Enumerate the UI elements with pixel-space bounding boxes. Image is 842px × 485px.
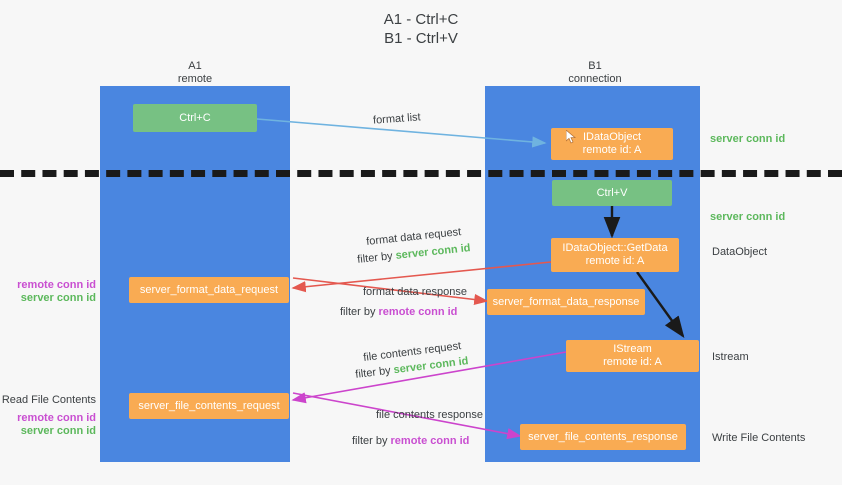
edge-filter-format-data-response: filter by remote conn id (340, 305, 457, 319)
node-server-file-contents-response-label: server_file_contents_response (528, 430, 678, 443)
node-istream-line1: IStream (613, 343, 652, 355)
annotation-read-file-contents-text: Read File Contents (1, 394, 96, 406)
node-idataobject-getdata[interactable]: IDataObject::GetData remote id: A (551, 238, 679, 272)
annotation-read-file-contents: Read File Contents (0, 393, 96, 407)
lane-header-a1: A1 remote (115, 60, 275, 86)
edge-label-file-contents-response: file contents response (376, 408, 483, 422)
phase-divider (0, 170, 842, 177)
page-subtitle: B1 - Ctrl+V (384, 30, 458, 47)
node-server-format-data-request-label: server_format_data_request (139, 283, 279, 296)
annotation-left-remote-conn-id-text: remote conn id (17, 279, 96, 291)
node-server-file-contents-response[interactable]: server_file_contents_response (520, 424, 686, 450)
filter-by-text-3: filter by (354, 364, 392, 381)
annotation-right-server-conn-id-2: server conn id (710, 210, 785, 224)
filter-by-text-4: filter by (352, 435, 388, 447)
node-idataobject-line1: IDataObject (582, 131, 642, 143)
annotation-left-remote-conn-id: remote conn id (0, 278, 96, 292)
node-ctrl-v-label: Ctrl+V (596, 186, 628, 199)
lane-a1-name: A1 (188, 60, 202, 72)
page-title: A1 - Ctrl+C (383, 11, 459, 28)
edge-label-format-data-response-text: format data response (363, 286, 467, 298)
server-conn-id-text-1: server conn id (395, 242, 472, 262)
annotation-right-write-file-contents: Write File Contents (712, 431, 805, 445)
node-ctrl-c[interactable]: Ctrl+C (133, 104, 257, 132)
node-ctrl-c-label: Ctrl+C (179, 111, 211, 124)
node-istream[interactable]: IStream remote id: A (566, 340, 699, 372)
node-idataobject[interactable]: IDataObject remote id: A (551, 128, 673, 160)
node-idataobject-line2: remote id: A (582, 144, 642, 156)
filter-by-text-2: filter by (340, 306, 376, 318)
edge-label-format-list: format list (373, 110, 422, 127)
annotation-right-dataobject-text: DataObject (712, 246, 768, 258)
annotation-left-server-conn-id-2: server conn id (0, 424, 96, 438)
cursor-icon (565, 129, 578, 147)
edge-label-file-contents-response-text: file contents response (376, 409, 484, 421)
annotation-right-server-conn-id-1-text: server conn id (710, 133, 786, 145)
node-server-file-contents-request-label: server_file_contents_request (138, 399, 280, 412)
lane-a1-sub: remote (177, 73, 213, 85)
annotation-right-server-conn-id-1: server conn id (710, 132, 785, 146)
annotation-left-server-conn-id-2-text: server conn id (20, 425, 96, 437)
edge-label-format-list-text: format list (372, 111, 422, 127)
node-server-format-data-response-label: server_format_data_response (492, 295, 640, 308)
node-server-file-contents-request[interactable]: server_file_contents_request (129, 393, 289, 419)
lane-b1-name: B1 (588, 60, 602, 72)
node-istream-line2: remote id: A (603, 356, 662, 368)
annotation-left-remote-conn-id-2: remote conn id (0, 411, 96, 425)
node-server-format-data-response[interactable]: server_format_data_response (487, 289, 645, 315)
annotation-left-remote-conn-id-2-text: remote conn id (17, 412, 96, 424)
annotation-left-server-conn-id-text: server conn id (20, 292, 96, 304)
lane-header-b1: B1 connection (515, 60, 675, 86)
remote-conn-id-text-1: remote conn id (378, 306, 458, 318)
annotation-right-dataobject: DataObject (712, 245, 767, 259)
annotation-right-istream: Istream (712, 350, 749, 364)
annotation-right-server-conn-id-2-text: server conn id (710, 211, 786, 223)
annotation-right-istream-text: Istream (712, 351, 749, 363)
annotation-right-write-file-contents-text: Write File Contents (712, 432, 806, 444)
edge-filter-file-contents-response: filter by remote conn id (352, 434, 469, 448)
edge-label-format-data-response: format data response (363, 285, 467, 299)
filter-by-text-1: filter by (356, 250, 394, 266)
node-getdata-line1: IDataObject::GetData (562, 242, 668, 254)
remote-conn-id-text-2: remote conn id (390, 435, 470, 447)
lane-b1-sub: connection (568, 73, 622, 85)
node-server-format-data-request[interactable]: server_format_data_request (129, 277, 289, 303)
node-ctrl-v[interactable]: Ctrl+V (552, 180, 672, 206)
node-getdata-line2: remote id: A (585, 255, 645, 267)
annotation-left-server-conn-id: server conn id (0, 291, 96, 305)
